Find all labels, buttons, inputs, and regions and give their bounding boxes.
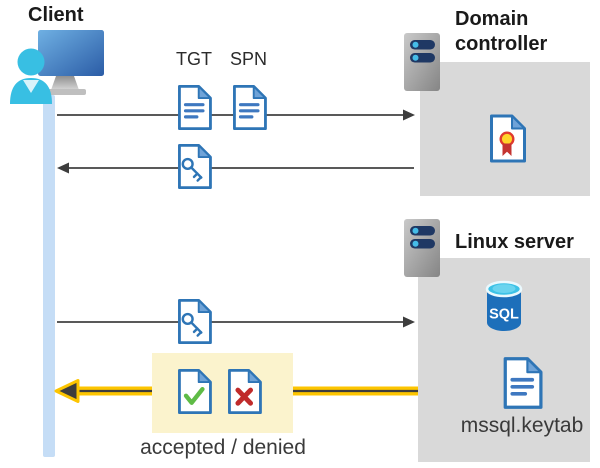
sql-database-icon: SQL [484,280,524,332]
key-ticket-document-icon [175,298,213,345]
result-highlight-box [152,353,293,433]
sql-label: SQL [489,307,519,323]
client-lifeline [43,95,55,457]
spn-document-icon [230,84,268,131]
tgt-label: TGT [176,49,212,69]
accepted-denied-label: accepted / denied [140,436,306,459]
domain-controller-server-icon [403,32,441,92]
linux-server-icon [403,218,441,278]
domain-controller-label: Domain controller [455,8,548,55]
denied-cross-document-icon [225,368,263,415]
arrow-dc-to-client [57,162,414,174]
tgt-document-icon [175,84,213,131]
accepted-check-document-icon [175,368,213,415]
client-label: Client [28,4,84,26]
key-ticket-document-icon [175,143,213,190]
certificate-document-icon [487,110,527,167]
arrow-client-to-dc [57,109,415,121]
client-workstation-icon [8,26,108,106]
keytab-filename-label: mssql.keytab [460,414,584,437]
arrow-client-to-linux [57,316,415,328]
linux-server-label: Linux server [455,231,574,253]
spn-label: SPN [229,49,267,69]
keytab-document-icon [500,356,544,410]
